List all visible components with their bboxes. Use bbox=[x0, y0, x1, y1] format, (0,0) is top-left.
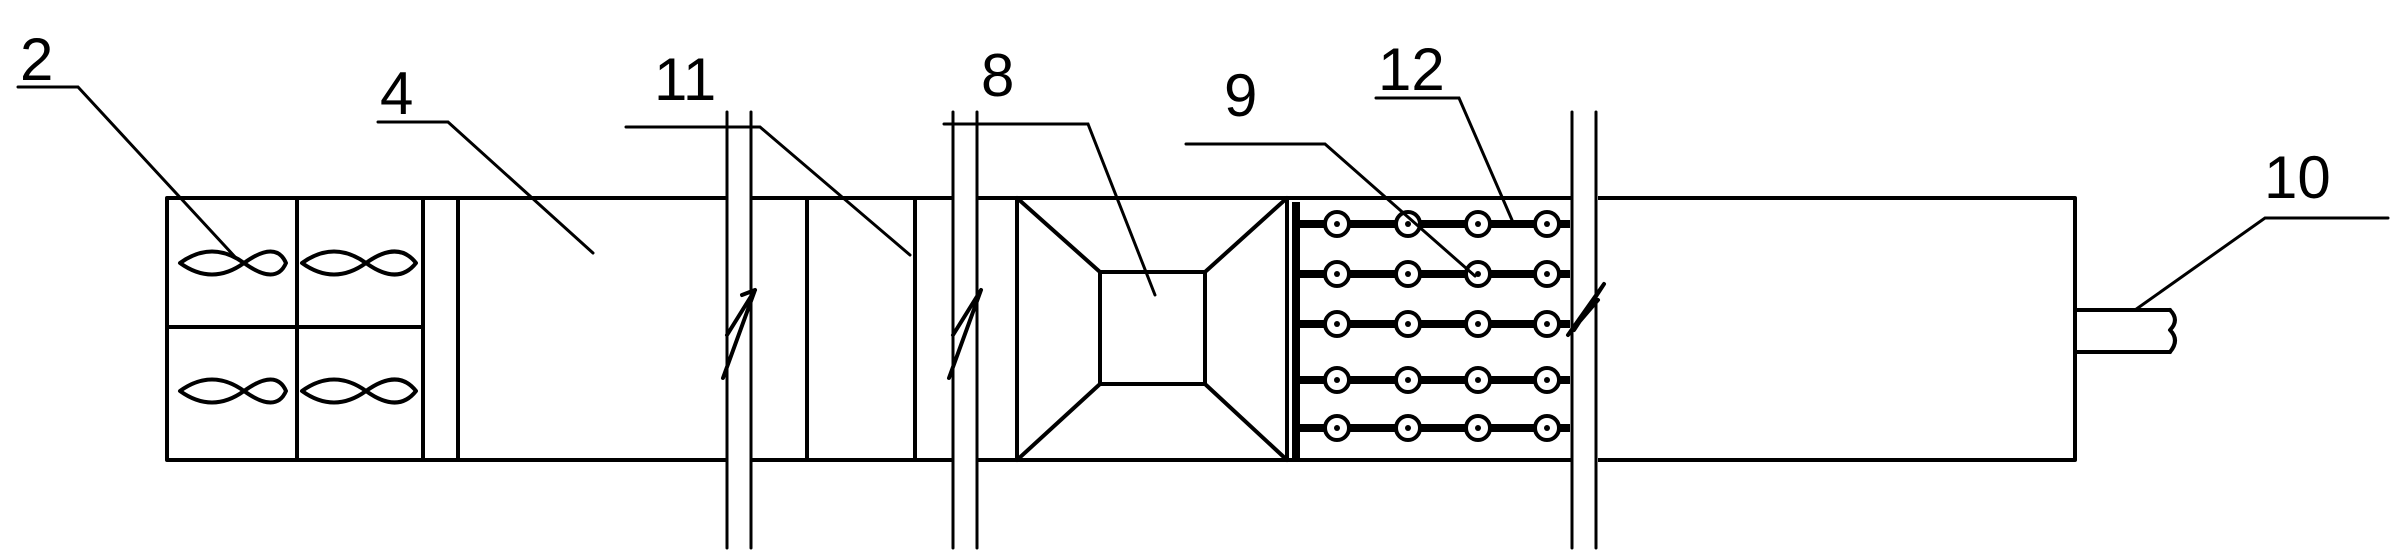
housing-outline bbox=[165, 196, 2077, 462]
fan-compartment bbox=[165, 196, 460, 462]
leader-12 bbox=[1374, 96, 1514, 222]
leader-11 bbox=[624, 125, 912, 257]
coil-row-1 bbox=[1300, 210, 1570, 238]
break-gap-2 bbox=[947, 110, 983, 550]
label-9: 9 bbox=[1224, 62, 1257, 129]
coil-bank bbox=[1292, 202, 1570, 458]
coil-row-3 bbox=[1300, 310, 1570, 338]
leader-9 bbox=[1184, 142, 1477, 278]
fan-icon-top-right bbox=[300, 249, 418, 277]
coil-row-4 bbox=[1300, 366, 1570, 394]
section-11-panels bbox=[805, 196, 917, 462]
label-11: 11 bbox=[654, 46, 716, 113]
coil-row-2 bbox=[1300, 260, 1570, 288]
fan-icon-top-left bbox=[178, 249, 288, 277]
section-8-transition bbox=[1015, 196, 1289, 462]
label-2: 2 bbox=[20, 26, 53, 93]
label-12: 12 bbox=[1378, 36, 1445, 103]
outlet-pipe bbox=[2073, 308, 2177, 354]
fan-icon-bottom-left bbox=[178, 377, 288, 405]
leader-10 bbox=[2133, 216, 2390, 312]
leader-8 bbox=[942, 122, 1157, 297]
label-4: 4 bbox=[380, 60, 413, 127]
coil-row-5 bbox=[1300, 414, 1570, 442]
break-gap-1 bbox=[721, 110, 757, 550]
leader-lines bbox=[16, 85, 2390, 312]
leader-4 bbox=[376, 120, 595, 255]
label-8: 8 bbox=[981, 42, 1014, 109]
leader-2 bbox=[16, 85, 238, 260]
break-gap-3 bbox=[1566, 110, 1606, 550]
label-10: 10 bbox=[2264, 144, 2331, 211]
fan-icon-bottom-right bbox=[300, 377, 418, 405]
